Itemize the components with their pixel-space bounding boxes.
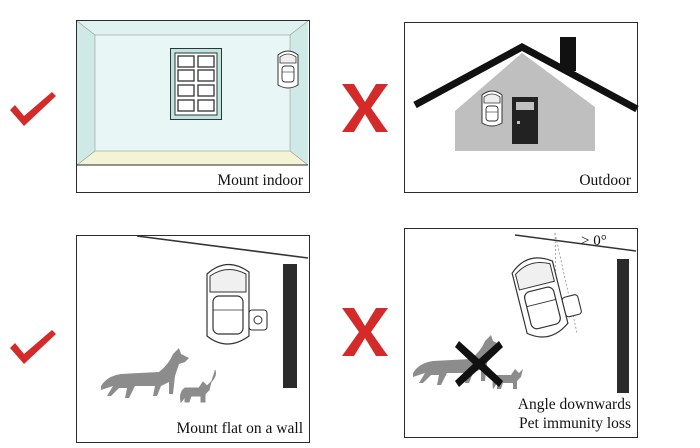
wall-mount-illustration xyxy=(136,235,309,388)
black-cross-icon xyxy=(455,341,503,387)
caption-pet-immunity-loss: Pet immunity loss xyxy=(519,414,631,432)
window-icon xyxy=(170,48,222,120)
correct-check-mark-1 xyxy=(8,88,58,134)
incorrect-cross-mark-2 xyxy=(340,306,390,358)
angle-label: > 0° xyxy=(581,233,607,249)
motion-sensor-flat-icon xyxy=(206,263,268,345)
motion-sensor-icon xyxy=(277,50,299,89)
caption-mount-flat-on-wall: Mount flat on a wall xyxy=(176,419,303,437)
caption-angle-downwards: Angle downwards xyxy=(517,395,631,413)
panel-mount-flat-on-wall: Mount flat on a wall xyxy=(76,235,310,443)
panel-outdoor: Outdoor xyxy=(404,22,639,193)
correct-check-mark-2 xyxy=(8,326,58,372)
house-illustration xyxy=(413,37,639,151)
motion-sensor-angled-icon xyxy=(511,257,582,338)
angled-mount-illustration xyxy=(514,232,637,393)
motion-sensor-icon xyxy=(481,90,503,127)
caption-outdoor: Outdoor xyxy=(579,171,631,189)
dog-and-cat-icon xyxy=(101,348,216,404)
incorrect-cross-mark-1 xyxy=(340,82,390,134)
panel-mount-indoor: Mount indoor xyxy=(76,20,310,193)
caption-mount-indoor: Mount indoor xyxy=(217,171,303,189)
panel-angle-downwards: > 0° Angle downwards Pet immunity loss xyxy=(404,228,638,438)
